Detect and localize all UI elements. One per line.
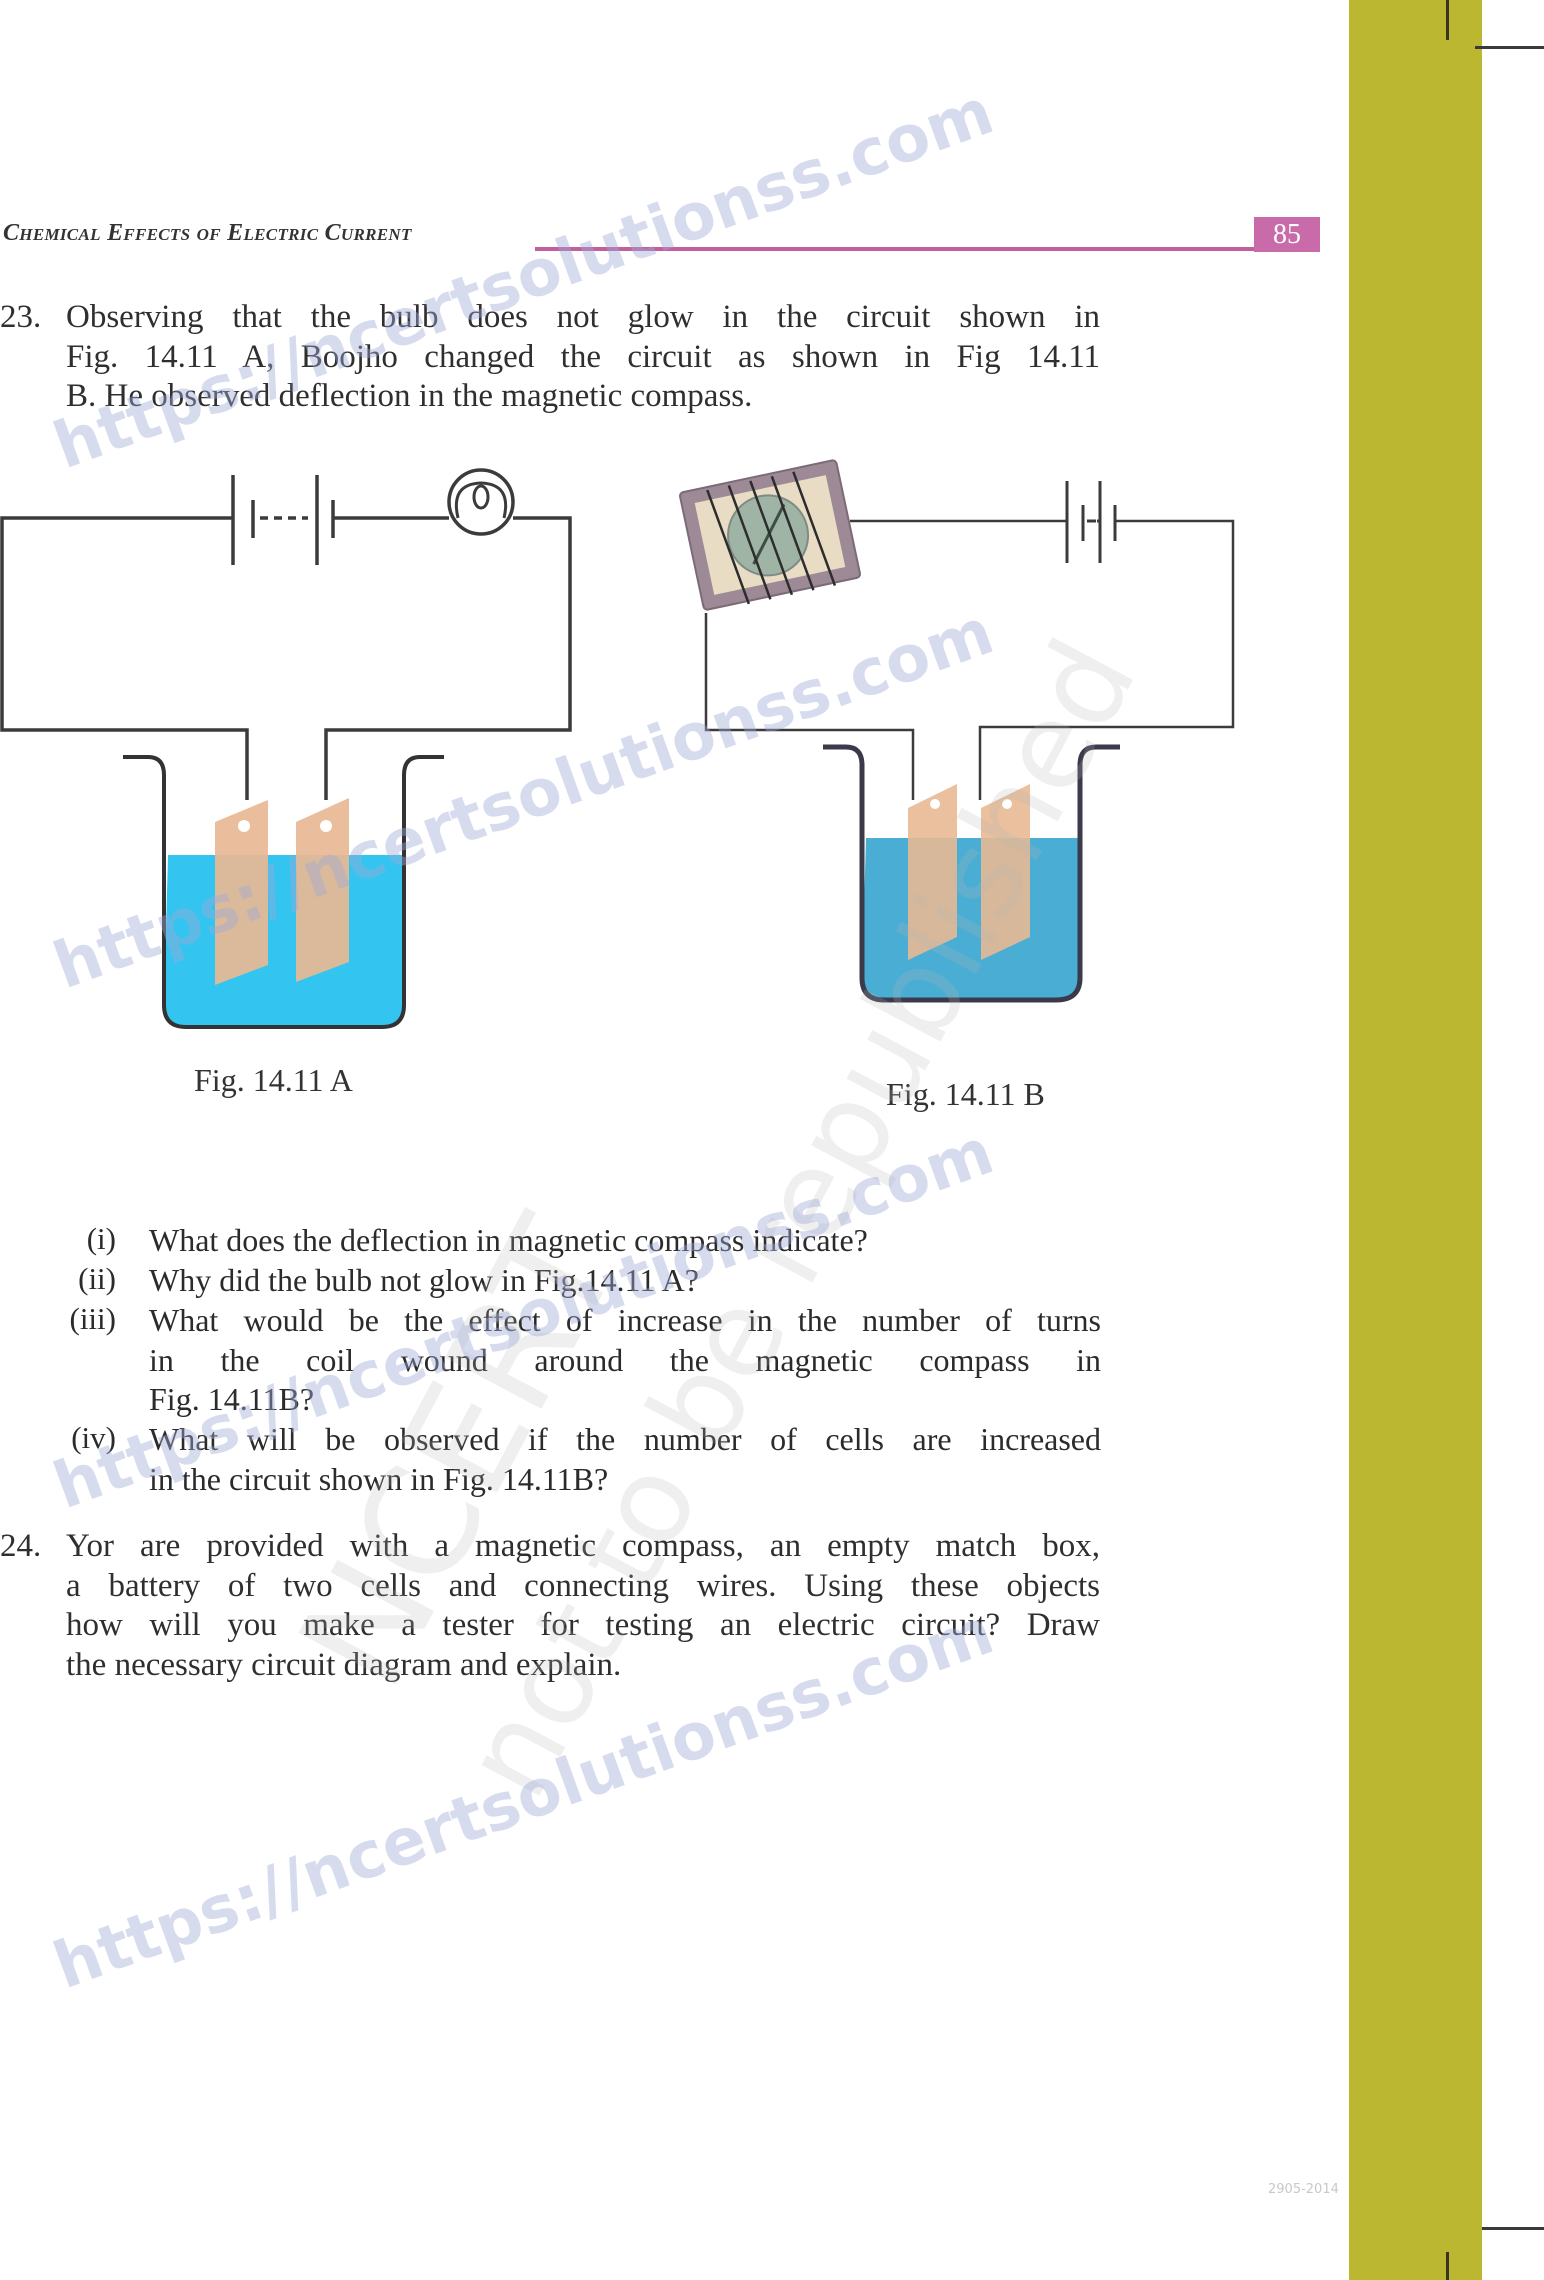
- beaker-icon: [823, 744, 1120, 1003]
- question-23-line: Observing that the bulb does not glow in…: [66, 299, 1100, 335]
- sub-question-line: in the coil wound around the magnetic co…: [149, 1341, 1101, 1378]
- wire-left: [0, 516, 249, 800]
- wire-right: [978, 519, 1235, 800]
- sub-question-line: in the circuit shown in Fig. 14.11B?: [149, 1460, 609, 1497]
- question-24-line: the necessary circuit diagram and explai…: [66, 1646, 622, 1683]
- question-24-line: Yor are provided with a magnetic compass…: [66, 1528, 1100, 1564]
- figure-14-11-a: [0, 468, 572, 1029]
- question-24-number: 24.: [0, 1528, 42, 1564]
- sub-question-i: What does the deflection in magnetic com…: [149, 1221, 1101, 1261]
- sub-question-line: What does the deflection in magnetic com…: [149, 1222, 868, 1258]
- compass-coil-icon: [679, 459, 861, 611]
- bulb-icon: [447, 468, 515, 536]
- battery-icon: [1065, 481, 1117, 563]
- sub-question-iv: What will be observed if the number of c…: [149, 1420, 1101, 1499]
- electrode-icon: [215, 798, 349, 985]
- wire-left: [704, 613, 915, 800]
- sub-question-label: (ii): [78, 1261, 116, 1296]
- crop-mark-bottom: [1446, 2252, 1449, 2280]
- sub-question-label: (iii): [69, 1301, 117, 1336]
- sub-question-label: (i): [86, 1221, 116, 1256]
- question-23-line: Fig. 14.11 A, Boojho changed the circuit…: [66, 338, 1100, 375]
- figure-a-caption: Fig. 14.11 A: [194, 1062, 353, 1098]
- question-24-line: a battery of two cells and connecting wi…: [66, 1567, 1100, 1604]
- question-23-line: B. He observed deflection in the magneti…: [66, 378, 753, 414]
- question-23-text: Observing that the bulb does not glow in…: [66, 298, 1100, 417]
- sub-question-line: What will be observed if the number of c…: [149, 1421, 1101, 1457]
- sub-question-line: Why did the bulb not glow in Fig.14.11 A…: [149, 1262, 699, 1298]
- crop-mark-bottom-right: [1482, 2227, 1544, 2230]
- sub-question-label: (iv): [71, 1420, 116, 1455]
- header-rule: [535, 247, 1320, 251]
- question-24-line: how will you make a tester for testing a…: [66, 1607, 1100, 1643]
- sub-question-line: Fig. 14.11B?: [149, 1381, 315, 1417]
- question-23-number: 23.: [0, 299, 42, 335]
- wire-right: [324, 516, 572, 800]
- battery-icon: [231, 475, 335, 565]
- figure-b-caption: Fig. 14.11 B: [886, 1076, 1045, 1112]
- electrode-icon: [908, 784, 1030, 960]
- sub-question-line: What would be the effect of increase in …: [149, 1302, 1101, 1338]
- question-24-text: Yor are provided with a magnetic compass…: [66, 1527, 1100, 1685]
- page-number: 85: [1254, 217, 1320, 252]
- side-color-bar: [1349, 0, 1482, 2280]
- figure-14-11-diagrams: [0, 459, 1235, 1029]
- date-stamp: 2905-2014: [1268, 2182, 1339, 2197]
- crop-mark-top: [1446, 0, 1449, 40]
- figure-14-11-b: [679, 459, 1235, 1003]
- sub-question-ii: Why did the bulb not glow in Fig.14.11 A…: [149, 1261, 1101, 1301]
- beaker-icon: [123, 755, 444, 1029]
- crop-mark-top-right: [1475, 46, 1544, 49]
- sub-question-iii: What would be the effect of increase in …: [149, 1301, 1101, 1420]
- running-title: Chemical Effects of Electric Current: [3, 220, 412, 246]
